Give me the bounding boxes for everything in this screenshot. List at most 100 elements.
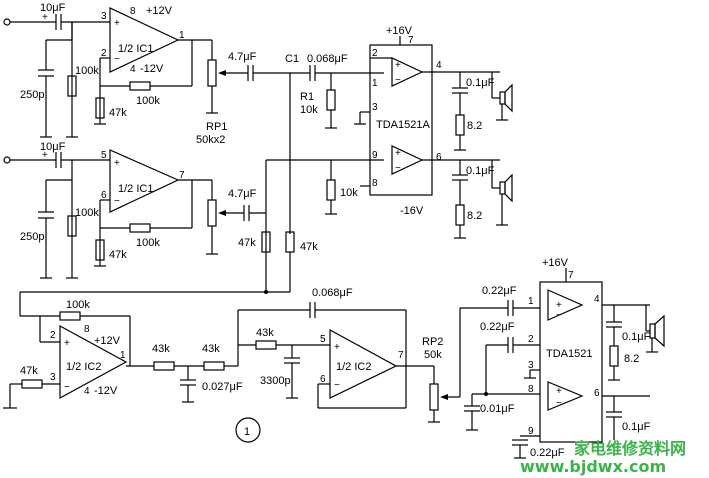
svg-text:+: + bbox=[42, 12, 48, 23]
svg-text:9: 9 bbox=[528, 426, 534, 437]
svg-text:2: 2 bbox=[372, 48, 378, 59]
svg-text:+12V: +12V bbox=[146, 5, 173, 17]
svg-text:1: 1 bbox=[528, 296, 534, 307]
speaker-bottom bbox=[649, 323, 656, 339]
svg-text:8: 8 bbox=[528, 384, 534, 395]
svg-text:5: 5 bbox=[320, 334, 326, 345]
chip-tda1521 bbox=[539, 281, 603, 443]
svg-text:RP2: RP2 bbox=[422, 336, 443, 348]
svg-text:−: − bbox=[395, 75, 401, 86]
svg-text:2: 2 bbox=[528, 334, 534, 345]
svg-text:−: − bbox=[64, 382, 70, 393]
svg-text:2: 2 bbox=[50, 330, 56, 341]
svg-text:1: 1 bbox=[244, 426, 250, 438]
svg-text:10k: 10k bbox=[300, 104, 318, 116]
svg-text:2: 2 bbox=[101, 48, 107, 59]
svg-text:1: 1 bbox=[120, 350, 126, 361]
svg-text:1: 1 bbox=[372, 78, 378, 89]
svg-text:0.1μF: 0.1μF bbox=[622, 331, 651, 343]
svg-text:47k: 47k bbox=[300, 241, 318, 253]
svg-text:−: − bbox=[395, 163, 401, 174]
svg-text:0.1μF: 0.1μF bbox=[466, 165, 495, 177]
opamp-ic1-top bbox=[109, 7, 180, 73]
svg-text:6: 6 bbox=[436, 152, 442, 163]
svg-text:3: 3 bbox=[101, 11, 107, 22]
svg-text:100k: 100k bbox=[136, 237, 160, 249]
cap-in1-label: 10μF bbox=[40, 2, 66, 14]
svg-text:4: 4 bbox=[84, 386, 90, 397]
svg-text:C1: C1 bbox=[285, 53, 299, 65]
resistor-100k-a bbox=[67, 75, 77, 97]
svg-text:+: + bbox=[64, 338, 70, 349]
svg-text:8.2: 8.2 bbox=[467, 120, 482, 132]
svg-text:−: − bbox=[334, 380, 340, 391]
svg-text:-12V: -12V bbox=[140, 63, 164, 75]
chip-tda1521a bbox=[369, 44, 433, 196]
res-100k-1: 100k bbox=[75, 65, 99, 77]
watermark-cn: 家电维修资料网 bbox=[574, 439, 686, 458]
svg-text:−: − bbox=[556, 310, 562, 321]
svg-text:7: 7 bbox=[398, 350, 404, 361]
svg-text:−: − bbox=[114, 196, 120, 207]
svg-text:250p: 250p bbox=[20, 231, 44, 243]
svg-text:+: + bbox=[556, 300, 562, 311]
svg-text:50k: 50k bbox=[424, 349, 442, 361]
svg-text:47k: 47k bbox=[109, 107, 127, 119]
svg-text:8: 8 bbox=[84, 324, 90, 335]
svg-text:0.01μF: 0.01μF bbox=[480, 403, 515, 415]
svg-text:+16V: +16V bbox=[542, 257, 569, 269]
svg-text:1/2 IC1: 1/2 IC1 bbox=[118, 183, 153, 195]
svg-text:4: 4 bbox=[436, 60, 442, 71]
svg-text:TDA1521A: TDA1521A bbox=[376, 119, 430, 131]
svg-text:47k: 47k bbox=[109, 249, 127, 261]
svg-text:9: 9 bbox=[372, 150, 378, 161]
svg-text:50kx2: 50kx2 bbox=[196, 134, 225, 146]
svg-text:4: 4 bbox=[594, 294, 600, 305]
svg-text:3: 3 bbox=[50, 372, 56, 383]
svg-text:−: − bbox=[556, 398, 562, 409]
svg-text:+: + bbox=[556, 386, 562, 397]
svg-text:0.027μF: 0.027μF bbox=[202, 381, 243, 393]
svg-text:4.7μF: 4.7μF bbox=[228, 51, 257, 63]
svg-text:+: + bbox=[42, 150, 48, 161]
svg-text:100k: 100k bbox=[75, 207, 99, 219]
svg-text:4.7μF: 4.7μF bbox=[228, 188, 257, 200]
svg-text:3300p: 3300p bbox=[260, 375, 291, 387]
svg-text:8: 8 bbox=[372, 178, 378, 189]
svg-text:0.068μF: 0.068μF bbox=[312, 287, 353, 299]
svg-text:43k: 43k bbox=[152, 343, 170, 355]
svg-text:8.2: 8.2 bbox=[467, 210, 482, 222]
figure-number-circle bbox=[235, 417, 261, 443]
svg-text:0.068μF: 0.068μF bbox=[307, 53, 348, 65]
svg-text:10k: 10k bbox=[340, 187, 358, 199]
svg-text:+: + bbox=[114, 18, 120, 29]
svg-text:1/2 IC2: 1/2 IC2 bbox=[66, 361, 101, 373]
svg-text:+: + bbox=[334, 342, 340, 353]
svg-text:1/2 IC2: 1/2 IC2 bbox=[336, 361, 371, 373]
svg-text:R1: R1 bbox=[300, 91, 314, 103]
svg-text:10μF: 10μF bbox=[40, 141, 66, 153]
svg-text:47k: 47k bbox=[238, 237, 256, 249]
svg-text:+: + bbox=[114, 158, 120, 169]
svg-text:TDA1521: TDA1521 bbox=[546, 348, 592, 360]
svg-text:0.22μF: 0.22μF bbox=[480, 321, 515, 333]
svg-text:0.1μF: 0.1μF bbox=[622, 421, 651, 433]
svg-text:+12V: +12V bbox=[94, 335, 121, 347]
potentiometer-rp2 bbox=[429, 383, 439, 411]
svg-text:7: 7 bbox=[408, 35, 414, 46]
svg-text:-12V: -12V bbox=[94, 385, 118, 397]
potentiometer-rp1-a bbox=[207, 59, 217, 87]
svg-text:0.22μF: 0.22μF bbox=[530, 447, 565, 459]
svg-text:3: 3 bbox=[372, 102, 378, 113]
svg-text:-16V: -16V bbox=[400, 205, 424, 217]
svg-text:0.1μF: 0.1μF bbox=[466, 77, 495, 89]
svg-text:8: 8 bbox=[130, 6, 136, 17]
svg-text:6: 6 bbox=[594, 388, 600, 399]
svg-text:4: 4 bbox=[130, 64, 136, 75]
svg-text:+16V: +16V bbox=[386, 25, 413, 37]
svg-text:7: 7 bbox=[179, 170, 185, 181]
svg-text:6: 6 bbox=[320, 374, 326, 385]
svg-text:3: 3 bbox=[528, 360, 534, 371]
svg-text:47k: 47k bbox=[20, 365, 38, 377]
svg-text:6: 6 bbox=[101, 190, 107, 201]
